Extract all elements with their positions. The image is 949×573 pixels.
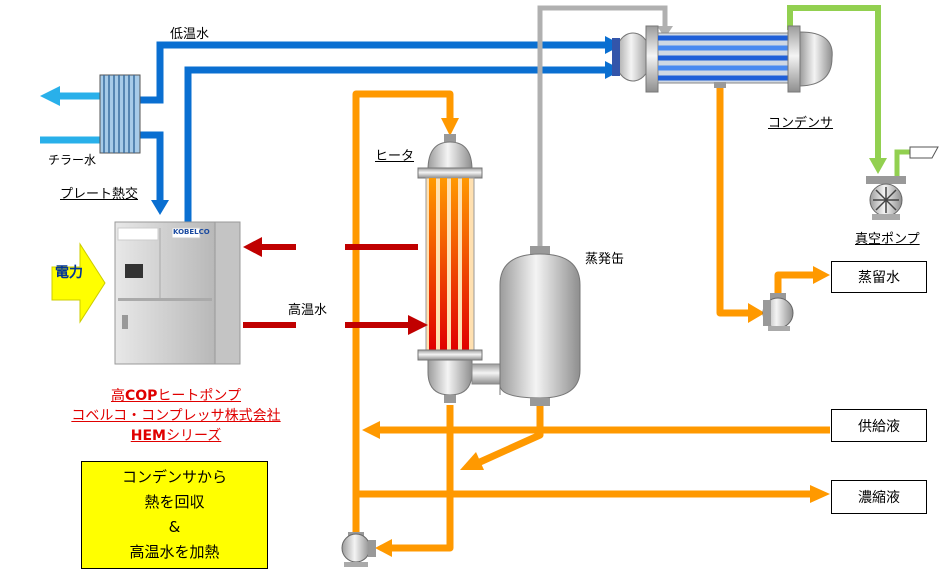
summary-line2: 熱を回収 <box>144 493 205 511</box>
chiller-water-lines <box>40 92 100 144</box>
arrow-heater-in <box>441 118 459 136</box>
summary-box: コンデンサから 熱を回収 & 高温水を加熱 <box>81 461 268 569</box>
product-series: HEMシリーズ <box>130 428 222 444</box>
heater <box>417 134 503 403</box>
concentrate-box: 濃縮液 <box>831 480 927 514</box>
vapor-line <box>537 5 668 250</box>
power-label: 電力 <box>55 265 83 281</box>
plate-heat-exchanger-label: プレート熱交 <box>60 187 139 202</box>
distilled-water-box: 蒸留水 <box>831 261 927 293</box>
product-name-line1: 高COPヒートポンプ <box>110 388 242 404</box>
high-temp-water-label: 高温水 <box>288 303 328 318</box>
heat-pump-unit <box>114 221 241 365</box>
evaporator-label: 蒸発缶 <box>585 252 625 267</box>
supply-liquid-box: 供給液 <box>831 409 927 442</box>
condenser <box>612 25 833 93</box>
low-temp-water-label: 低温水 <box>170 27 210 42</box>
kobelco-logo: KOBELCO <box>173 228 210 236</box>
arrow-distillate-pump <box>748 303 765 323</box>
arrow-supply <box>362 421 380 439</box>
low-temp-water-lines <box>129 41 605 225</box>
summary-line1: コンデンサから <box>121 468 227 486</box>
distillate-pump <box>762 293 794 331</box>
vacuum-exhaust <box>894 149 912 180</box>
arrow-concentrate <box>810 485 830 503</box>
arrow-high-temp-out <box>243 237 262 257</box>
arrow-evap-bottom <box>460 452 484 470</box>
arrow-high-temp-in <box>408 315 428 335</box>
arrow-pump-in <box>375 539 392 557</box>
process-liquid-lines <box>352 88 830 565</box>
vacuum-pump <box>866 176 906 220</box>
evaporator <box>499 246 581 406</box>
product-company: コベルコ・コンプレッサ株式会社 <box>71 408 281 424</box>
power-arrow <box>51 242 106 324</box>
arrow-vacuum <box>869 158 887 174</box>
vacuum-line <box>787 5 881 160</box>
heater-label: ヒータ <box>375 149 415 164</box>
arrow-distillate-box <box>813 266 830 284</box>
arrow-chiller-out <box>40 86 60 106</box>
plate-heat-exchanger <box>99 74 141 154</box>
high-temp-water-lines <box>243 244 418 328</box>
vacuum-pump-label: 真空ポンプ <box>855 232 920 247</box>
arrow-vapor <box>657 26 673 38</box>
chiller-water-label: チラー水 <box>48 153 97 167</box>
exhaust-nozzle <box>909 146 939 159</box>
condenser-label: コンデンサ <box>768 116 834 131</box>
circulation-pump <box>341 532 376 567</box>
arrow-low-temp-down <box>151 200 169 215</box>
summary-line3: & <box>168 518 181 536</box>
summary-line4: 高温水を加熱 <box>129 543 220 561</box>
